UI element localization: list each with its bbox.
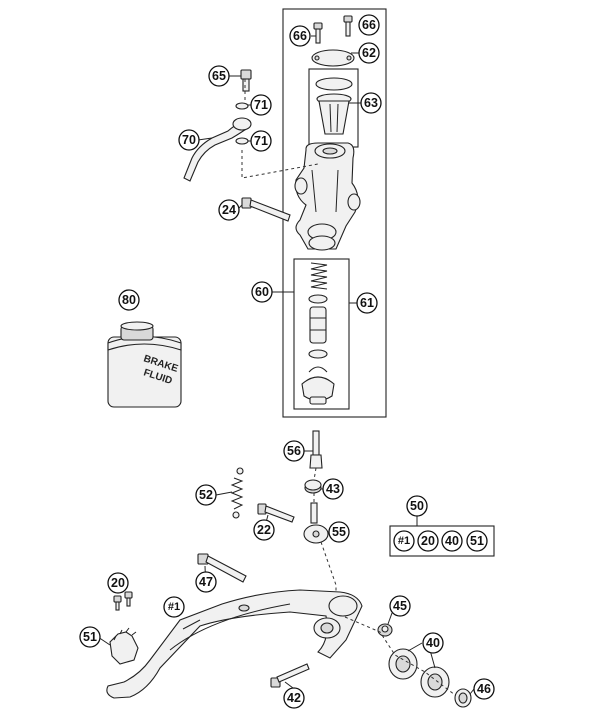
- callout-43: 43: [322, 478, 344, 500]
- svg-text:61: 61: [360, 296, 374, 310]
- callout-24: 24: [218, 199, 240, 221]
- callout-66-left: 66: [289, 25, 311, 47]
- callout-71-upper: 71: [250, 94, 272, 116]
- svg-text:55: 55: [332, 525, 346, 539]
- svg-text:63: 63: [364, 96, 378, 110]
- svg-text:50: 50: [410, 499, 424, 513]
- svg-text:62: 62: [362, 46, 376, 60]
- svg-text:20: 20: [111, 576, 125, 590]
- bushing-46: [454, 688, 472, 708]
- push-rod-nut: [304, 479, 322, 494]
- callout-60: 60: [251, 281, 273, 303]
- svg-text:40: 40: [426, 636, 440, 650]
- svg-text:47: 47: [199, 575, 213, 589]
- callout-52: 52: [195, 484, 217, 506]
- svg-text:60: 60: [255, 285, 269, 299]
- svg-text:71: 71: [254, 98, 268, 112]
- svg-text:20: 20: [421, 534, 435, 548]
- footrest-tip-51: [109, 627, 139, 665]
- callout-50: 50: [406, 495, 428, 517]
- callout-56: 56: [283, 440, 305, 462]
- footrest-bolts-20: [113, 591, 133, 611]
- svg-text:52: 52: [199, 488, 213, 502]
- callout-62: 62: [358, 42, 380, 64]
- svg-text:#1: #1: [398, 535, 410, 547]
- callout-66-right: 66: [358, 14, 380, 36]
- svg-text:40: 40: [445, 534, 459, 548]
- master-cylinder-bolt: [241, 197, 291, 222]
- svg-text:70: 70: [182, 133, 196, 147]
- brake-pedal: [106, 589, 363, 699]
- svg-text:66: 66: [293, 29, 307, 43]
- clevis-55: [303, 502, 329, 544]
- brake-hose: [183, 117, 252, 182]
- callout-40: 40: [422, 632, 444, 654]
- svg-text:46: 46: [477, 682, 491, 696]
- svg-text:42: 42: [287, 691, 301, 705]
- kit-50-item-3: 40: [441, 530, 463, 552]
- brake-fluid-bottle: BRAKE FLUID: [107, 321, 182, 408]
- piston-kit: [301, 262, 335, 405]
- svg-text:#1: #1: [168, 601, 180, 613]
- svg-text:24: 24: [222, 203, 236, 217]
- callout-80: 80: [118, 289, 140, 311]
- push-rod: [309, 430, 323, 469]
- svg-text:43: 43: [326, 482, 340, 496]
- svg-text:22: 22: [257, 523, 271, 537]
- callout-22: 22: [253, 519, 275, 541]
- pedal-bolt-42: [270, 663, 310, 688]
- callout-pedal-1: #1: [163, 596, 185, 618]
- piston-kit-subgroup-frame: [293, 258, 350, 410]
- svg-text:56: 56: [287, 444, 301, 458]
- nut-45: [377, 623, 393, 637]
- kit-50-item-4: 51: [466, 530, 488, 552]
- reservoir-gasket-and-filter: [315, 77, 353, 135]
- master-cylinder-body: [294, 142, 361, 251]
- reservoir-cover: [311, 49, 355, 67]
- svg-text:45: 45: [393, 599, 407, 613]
- callout-42: 42: [283, 687, 305, 709]
- svg-text:71: 71: [254, 134, 268, 148]
- pedal-bolt-47: [197, 553, 247, 583]
- cover-screw-left: [313, 22, 323, 44]
- kit-50-item-1: #1: [393, 530, 415, 552]
- svg-text:51: 51: [83, 630, 97, 644]
- svg-text:80: 80: [122, 293, 136, 307]
- svg-text:65: 65: [212, 69, 226, 83]
- pedal-pivot-bolt-22: [257, 503, 295, 523]
- callout-71-lower: 71: [250, 130, 272, 152]
- callout-46: 46: [473, 678, 495, 700]
- callout-47: 47: [195, 571, 217, 593]
- callout-65: 65: [208, 65, 230, 87]
- svg-text:51: 51: [470, 534, 484, 548]
- callout-55: 55: [328, 521, 350, 543]
- sealing-washer-lower: [235, 137, 249, 145]
- kit-50-box: [389, 525, 495, 557]
- callout-61: 61: [356, 292, 378, 314]
- callout-45: 45: [389, 595, 411, 617]
- callout-51: 51: [79, 626, 101, 648]
- return-spring: [230, 467, 244, 519]
- cover-screw-right: [343, 15, 353, 37]
- callout-70: 70: [178, 129, 200, 151]
- callout-63: 63: [360, 92, 382, 114]
- kit-50-item-2: 20: [417, 530, 439, 552]
- sealing-washer-upper: [235, 102, 249, 110]
- callout-20: 20: [107, 572, 129, 594]
- svg-text:66: 66: [362, 18, 376, 32]
- banjo-bolt: [240, 69, 252, 92]
